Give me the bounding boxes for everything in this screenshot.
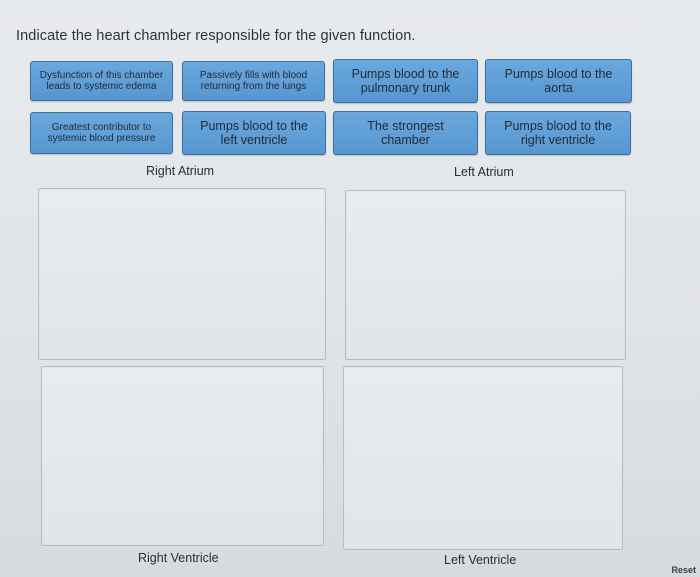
drop-zone-right-atrium[interactable] bbox=[38, 188, 326, 360]
drop-zone-left-ventricle[interactable] bbox=[343, 366, 623, 550]
tile-label-line1: Pumps blood to the bbox=[200, 118, 308, 133]
tile-label-line2: left ventricle bbox=[220, 133, 288, 147]
tile-label-line2: chamber bbox=[381, 133, 430, 147]
zone-label-left-atrium: Left Atrium bbox=[454, 165, 514, 179]
answer-tile-aorta[interactable]: Pumps blood to the aorta bbox=[485, 59, 632, 103]
tile-label-line1: The strongest bbox=[367, 118, 444, 133]
tile-label-line1: Passively fills with blood bbox=[199, 69, 308, 81]
tile-label-line1: Pumps blood to the bbox=[504, 118, 612, 133]
question-text: Indicate the heart chamber responsible f… bbox=[16, 28, 416, 44]
tile-label-line1: Pumps blood to the bbox=[504, 66, 613, 81]
tile-label-line2: right ventricle bbox=[520, 133, 596, 147]
answer-tile-to-right-ventricle[interactable]: Pumps blood to the right ventricle bbox=[485, 111, 631, 155]
tile-label-line2: returning from the lungs bbox=[200, 81, 307, 92]
drop-zone-right-ventricle[interactable] bbox=[41, 366, 324, 546]
zone-label-left-ventricle: Left Ventricle bbox=[444, 553, 517, 567]
tile-label-line2: leads to systemic edema bbox=[46, 81, 157, 92]
tile-label-line1: Dysfunction of this chamber bbox=[39, 69, 164, 81]
answer-tile-pulmonary-trunk[interactable]: Pumps blood to the pulmonary trunk bbox=[333, 59, 478, 103]
zone-label-right-atrium: Right Atrium bbox=[146, 164, 215, 178]
answer-tile-to-left-ventricle[interactable]: Pumps blood to the left ventricle bbox=[182, 111, 326, 155]
answer-tile-systemic-pressure[interactable]: Greatest contributor to systemic blood p… bbox=[30, 112, 173, 154]
tile-label-line2: systemic blood pressure bbox=[47, 133, 156, 144]
tile-label-line2: aorta bbox=[544, 81, 573, 95]
tile-label-line1: Pumps blood to the bbox=[351, 66, 460, 81]
zone-label-right-ventricle: Right Ventricle bbox=[138, 551, 219, 565]
answer-tile-systemic-edema[interactable]: Dysfunction of this chamber leads to sys… bbox=[30, 61, 173, 101]
tile-label-line2: pulmonary trunk bbox=[360, 81, 451, 95]
answer-tile-passively-fills[interactable]: Passively fills with blood returning fro… bbox=[182, 61, 325, 101]
drop-zone-left-atrium[interactable] bbox=[345, 190, 626, 360]
reset-button[interactable]: Reset bbox=[671, 565, 696, 575]
tile-label-line1: Greatest contributor to bbox=[51, 121, 152, 133]
answer-tile-strongest-chamber[interactable]: The strongest chamber bbox=[333, 111, 478, 155]
